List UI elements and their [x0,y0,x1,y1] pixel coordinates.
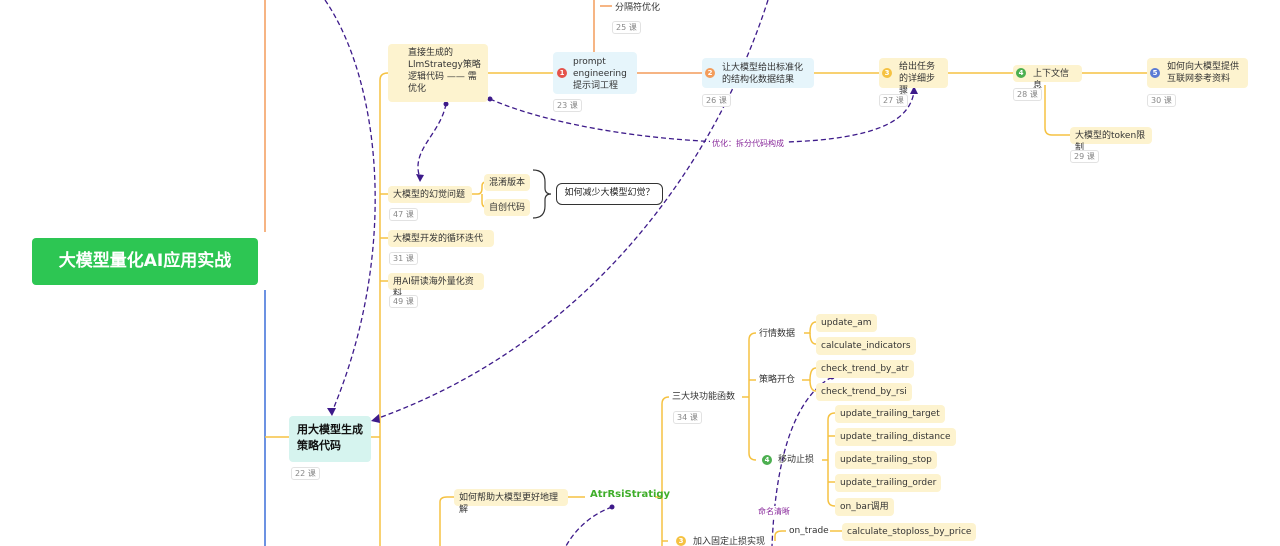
lesson-tag: 29 课 [1070,150,1099,163]
node-web-ref[interactable]: 如何向大模型提供互联网参考资料 [1147,58,1248,88]
node-check-trend-atr[interactable]: check_trend_by_atr [816,360,914,378]
number-badge: 1 [557,68,567,78]
number-badge: 4 [1016,68,1026,78]
lesson-tag: 34 课 [673,411,702,424]
summary-reduce-hallucination[interactable]: 如何减少大模型幻觉？ [556,183,663,205]
node-calculate-stoploss[interactable]: calculate_stoploss_by_price [842,523,977,541]
relation-label[interactable]: 命名清晰 [756,506,792,517]
lesson-tag: 23 课 [553,99,582,112]
relation-atr [565,506,613,546]
root-node[interactable]: 大模型量化AI应用实战 [32,238,258,285]
node-update-trailing-stop[interactable]: update_trailing_stop [835,451,937,469]
node-update-trailing-target[interactable]: update_trailing_target [835,405,945,423]
relation-root-dash [324,0,376,413]
node-atr-rsi-strategy[interactable]: AtrRsiStratigy [590,489,671,500]
node-market-data[interactable]: 行情数据 [759,329,796,339]
relation-hallu [417,103,447,179]
node-update-trailing-order[interactable]: update_trailing_order [835,474,942,492]
node-detail-steps[interactable]: 给出任务的详细步骤 [879,58,948,96]
relation-long [372,0,769,421]
lesson-tag: 22 课 [291,467,320,480]
node-separator-opt[interactable]: 分隔符优化 [615,3,661,13]
number-badge: 4 [762,455,772,465]
node-loop-iteration[interactable]: 大模型开发的循环迭代 [388,230,494,247]
node-update-am[interactable]: update_am [816,314,877,332]
lesson-tag: 47 课 [389,208,418,221]
node-self-code[interactable]: 自创代码 [484,199,530,216]
number-badge: 5 [1150,68,1160,78]
node-direct-gen[interactable]: 直接生成的LlmStrategy策略逻辑代码 —— 需优化 [388,44,488,102]
relation-label[interactable]: 优化：拆分代码构成 [710,138,786,149]
lesson-tag: 27 课 [879,94,908,107]
node-trailing-stop[interactable]: 移动止损 [778,455,815,465]
node-on-bar-call[interactable]: on_bar调用 [835,498,894,516]
branch-strategy-code[interactable]: 用大模型生成策略代码 [289,416,371,462]
node-token-limit[interactable]: 大模型的token限制 [1070,127,1152,153]
number-badge: 3 [882,68,892,78]
node-hallucination[interactable]: 大模型的幻觉问题 [388,186,472,203]
node-help-understand[interactable]: 如何帮助大模型更好地理解 [454,489,568,515]
lesson-tag: 25 课 [612,21,641,34]
lesson-tag: 31 课 [389,252,418,265]
node-context-info[interactable]: 上下文信息 [1013,65,1082,91]
node-mixed-version[interactable]: 混淆版本 [484,174,530,191]
lesson-tag: 28 课 [1013,88,1042,101]
node-prompt-eng[interactable]: prompt engineering提示词工程 [553,52,637,94]
relation-split-code [489,91,915,144]
node-check-trend-rsi[interactable]: check_trend_by_rsi [816,383,912,401]
node-open-position[interactable]: 策略开仓 [759,375,796,385]
node-on-trade[interactable]: on_trade [789,526,829,536]
node-fixed-stoploss[interactable]: 加入固定止损实现 [693,537,766,546]
lesson-tag: 30 课 [1147,94,1176,107]
node-overseas-research[interactable]: 用AI研读海外量化资料 [388,273,484,299]
number-badge: 2 [705,68,715,78]
node-standardized[interactable]: 让大模型给出标准化的结构化数据结果 [702,58,814,88]
number-badge: 3 [676,536,686,546]
node-three-functions[interactable]: 三大块功能函数 [672,392,736,402]
lesson-tag: 49 课 [389,295,418,308]
node-calculate-indicators[interactable]: calculate_indicators [816,337,916,355]
lesson-tag: 26 课 [702,94,731,107]
node-update-trailing-distance[interactable]: update_trailing_distance [835,428,956,446]
